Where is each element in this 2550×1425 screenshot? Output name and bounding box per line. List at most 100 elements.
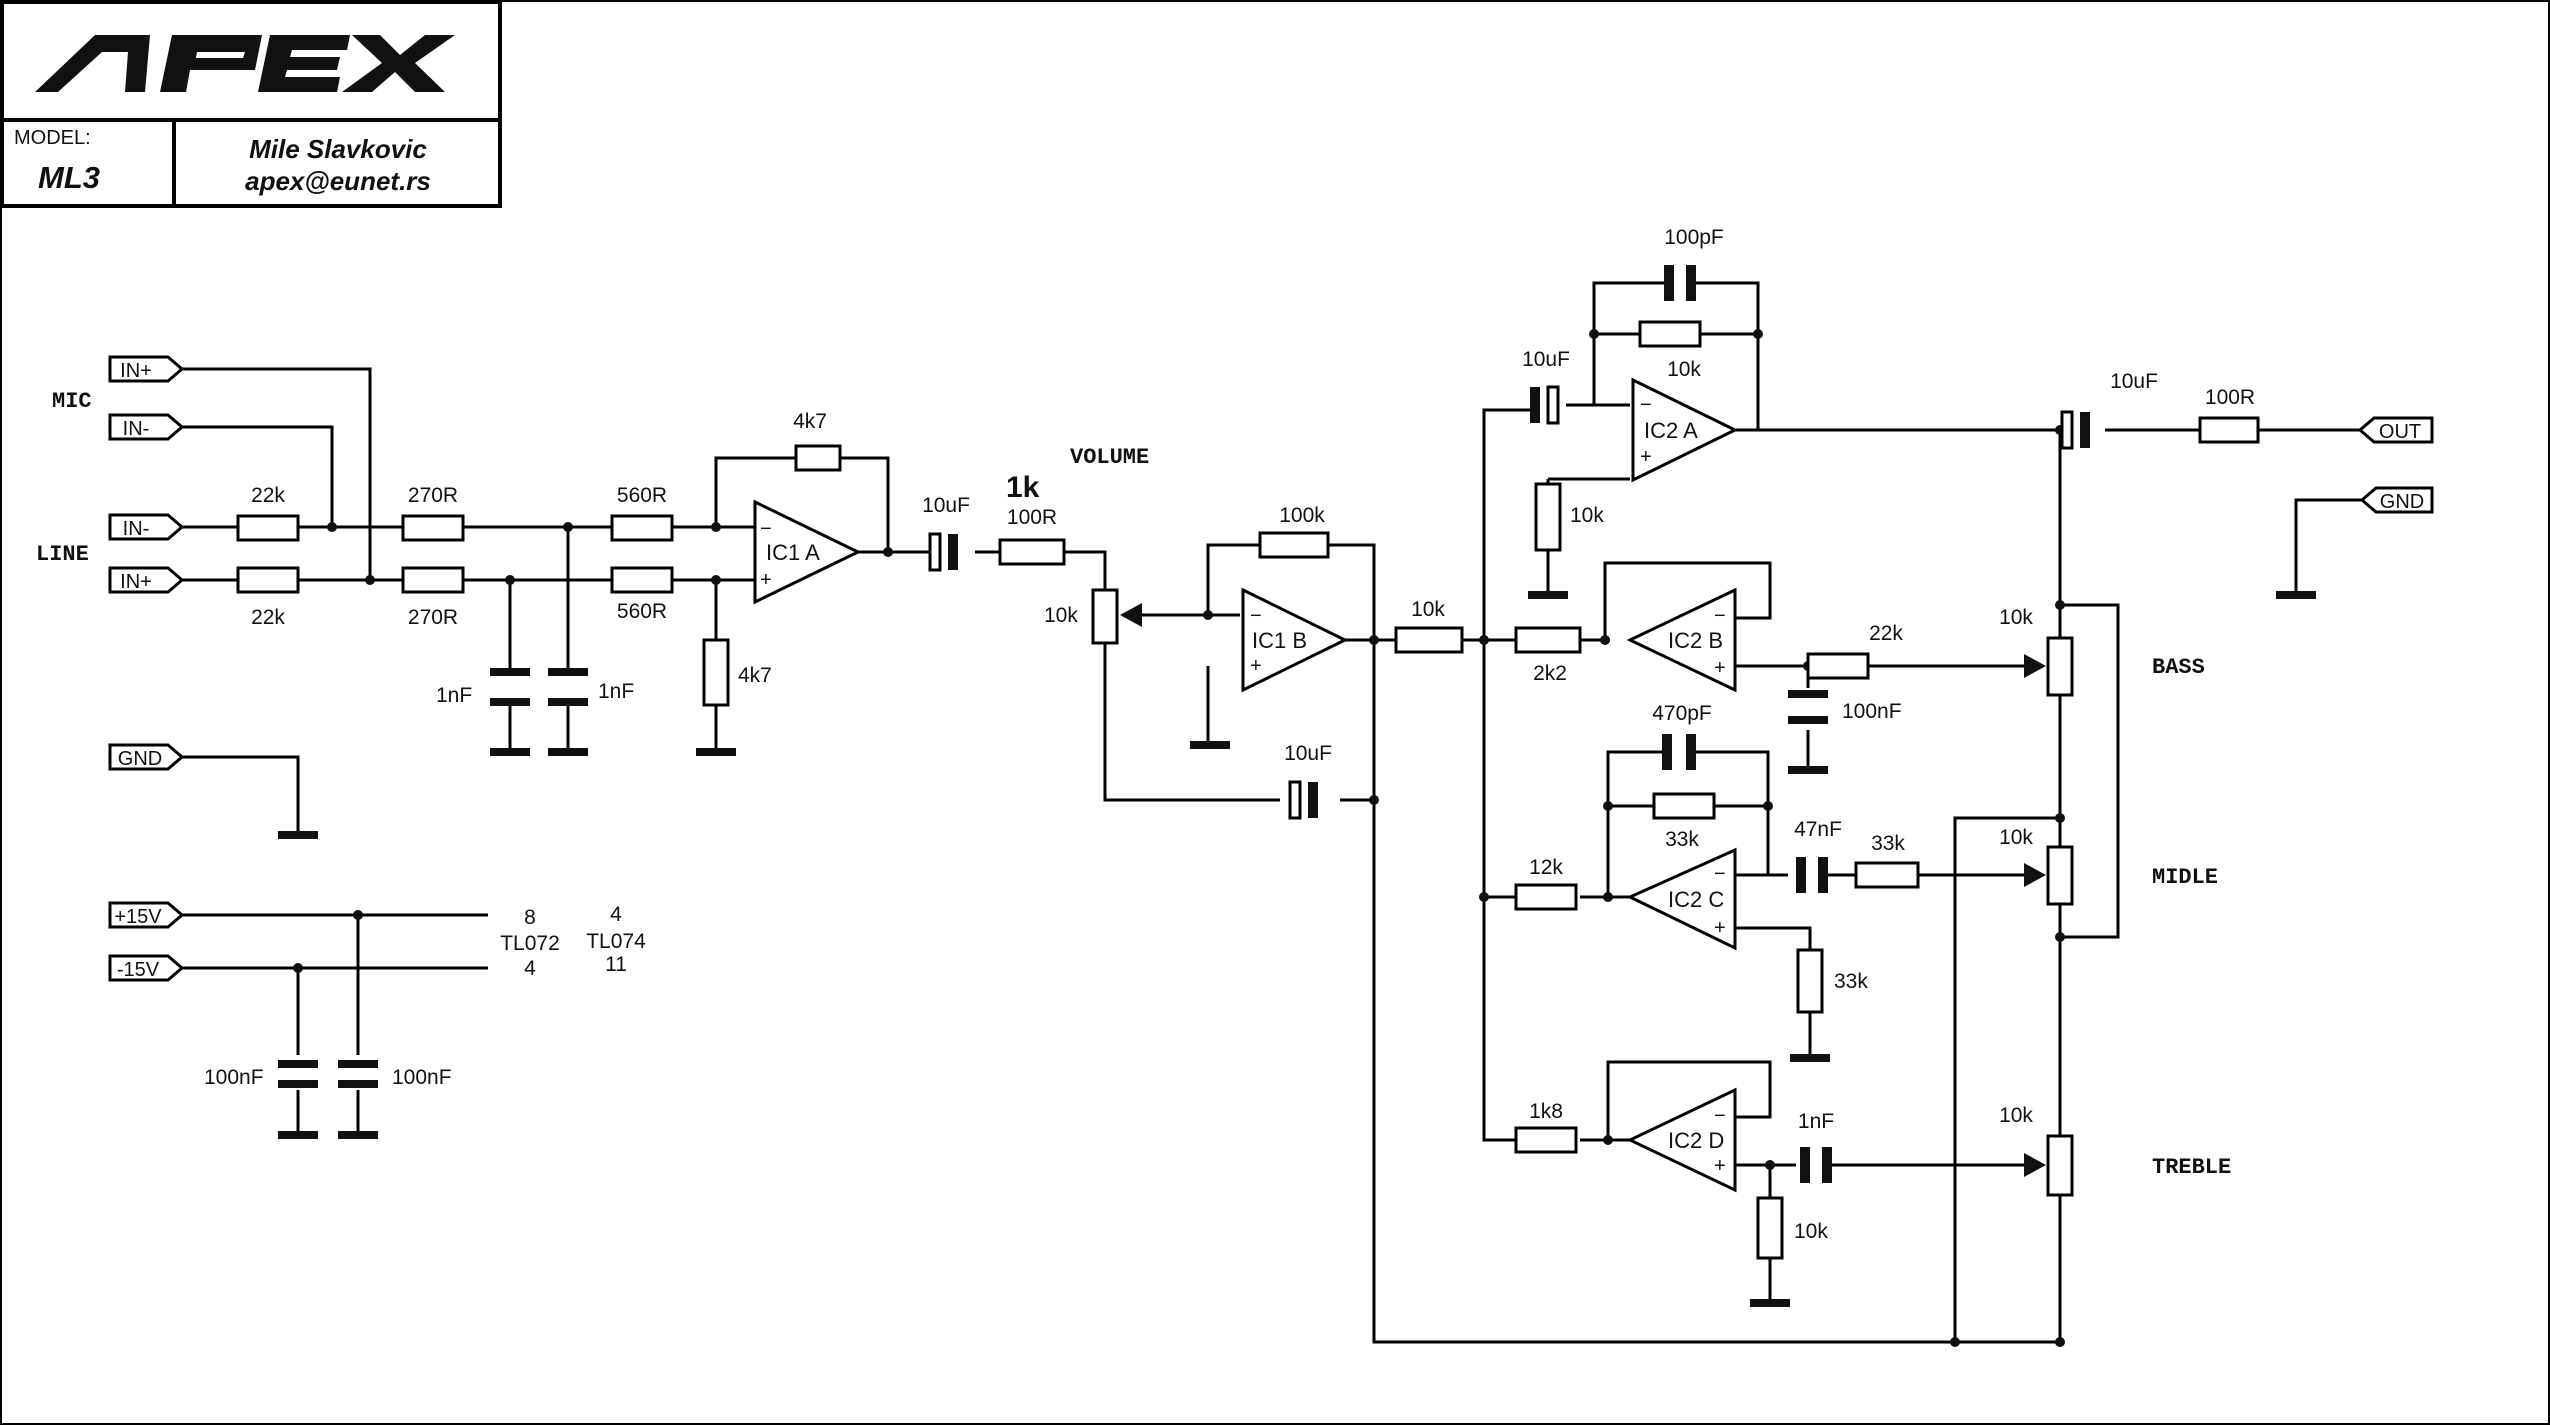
resistor-560r-bot: [610, 566, 674, 594]
apex-logo: [35, 35, 455, 92]
port-gnd-right: GND: [2380, 491, 2424, 513]
resistor-10k-treb: [1756, 1196, 1784, 1260]
potentiometer-volume: [1091, 588, 1119, 645]
value-r-33k-gnd: 33k: [1834, 970, 1868, 993]
value-c-100pf: 100pF: [1664, 226, 1724, 249]
value-c-100nf-s2: 100nF: [392, 1066, 452, 1089]
value-c-1nf-treb: 1nF: [1798, 1110, 1834, 1133]
value-r-560-top: 560R: [617, 484, 667, 507]
port-tags: [108, 355, 2434, 982]
resistor-10k-mid: [1394, 626, 1464, 654]
value-c-1nf-b: 1nF: [598, 680, 634, 703]
resistor-22k-bass: [1806, 652, 1870, 680]
svg-text:−: −: [760, 518, 772, 540]
value-r-100r-out: 100R: [2205, 386, 2255, 409]
wiper-arrows: [1120, 603, 2046, 1177]
opamp-ic2d: −+: [1626, 1087, 1737, 1193]
junctions: [293, 329, 2065, 1347]
label-volume: VOLUME: [1070, 445, 1149, 470]
potentiometer-treble: [2046, 1134, 2074, 1197]
ground-symbols: [278, 591, 2316, 1307]
value-r-270-top: 270R: [408, 484, 458, 507]
svg-text:+: +: [1714, 917, 1726, 939]
resistor-22k-bot: [236, 566, 300, 594]
pin-4a: 4: [524, 957, 536, 980]
label-bass: BASS: [2152, 655, 2205, 680]
value-c-10uf-3: 10uF: [1522, 348, 1570, 371]
value-pot-midle: 10k: [1999, 826, 2033, 849]
value-r-270-bot: 270R: [408, 606, 458, 629]
value-pot-vol: 10k: [1044, 604, 1078, 627]
value-r-100k: 100k: [1279, 504, 1325, 527]
value-r-2k2: 2k2: [1533, 662, 1567, 685]
svg-text:+: +: [1714, 657, 1726, 679]
value-r-560-bot: 560R: [617, 600, 667, 623]
opamp-ic2b: −+: [1626, 587, 1737, 693]
resistor-33k-gnd: [1796, 948, 1824, 1014]
potentiometer-bass: [2046, 636, 2074, 697]
opamp-ic1b: −+: [1241, 587, 1349, 693]
resistor-100k: [1258, 531, 1330, 559]
svg-text:+: +: [760, 569, 772, 591]
resistor-560r-top: [610, 514, 674, 542]
port-line-in-minus: IN-: [123, 518, 150, 540]
value-r-33k-mid: 33k: [1871, 832, 1905, 855]
ic2a-label: IC2 A: [1644, 418, 1698, 443]
resistor-4k7-fb: [794, 444, 842, 472]
resistor-2k2: [1514, 626, 1582, 654]
part-tl072: TL072: [500, 932, 560, 955]
value-r-33k-fb: 33k: [1665, 828, 1699, 851]
capacitors: [278, 265, 2090, 1183]
label-midle: MIDLE: [2152, 865, 2218, 890]
resistor-100r-out: [2198, 416, 2260, 444]
opamp-ic2c: −+: [1626, 847, 1737, 951]
label-volume-big: 1k: [1006, 471, 1040, 504]
value-r-12k: 12k: [1529, 856, 1563, 879]
resistor-22k-top: [236, 514, 300, 542]
pin-8: 8: [524, 906, 536, 929]
port-gnd-left: GND: [118, 748, 162, 770]
value-r-22k-top: 22k: [251, 484, 285, 507]
resistor-270r-bot: [401, 566, 465, 594]
ic2b-label: IC2 B: [1668, 628, 1723, 653]
opamp-ic2a: −+: [1631, 377, 1739, 483]
value-c-100nf-s1: 100nF: [204, 1066, 264, 1089]
ic2d-label: IC2 D: [1668, 1128, 1724, 1153]
value-c-470pf: 470pF: [1652, 702, 1712, 725]
value-c-10uf-out: 10uF: [2110, 370, 2158, 393]
title-block: MODEL: ML3 Mile Slavkovic apex@eunet.rs: [0, 0, 502, 208]
resistor-33k-fb: [1652, 792, 1716, 820]
value-r-4k7-fb: 4k7: [793, 410, 827, 433]
svg-text:+: +: [1640, 446, 1652, 468]
value-c-10uf-1: 10uF: [922, 494, 970, 517]
label-mic: MIC: [52, 389, 92, 414]
value-r-10k-gnd: 10k: [1570, 504, 1604, 527]
svg-text:−: −: [1250, 605, 1262, 627]
model-value: ML3: [38, 160, 100, 195]
ic2c-label: IC2 C: [1668, 887, 1724, 912]
pin-4b: 4: [610, 903, 622, 926]
port-mic-in-minus: IN-: [123, 418, 150, 440]
svg-text:−: −: [1714, 863, 1726, 885]
value-r-4k7-gnd: 4k7: [738, 664, 772, 687]
ic1b-label: IC1 B: [1252, 628, 1307, 653]
value-r-100r-1: 100R: [1007, 506, 1057, 529]
value-r-22k-bot: 22k: [251, 606, 285, 629]
label-treble: TREBLE: [2152, 1155, 2231, 1180]
resistor-10k-gnd: [1534, 482, 1562, 552]
value-pot-treble: 10k: [1999, 1104, 2033, 1127]
port-line-in-plus: IN+: [120, 571, 152, 593]
potentiometer-midle: [2046, 845, 2074, 906]
resistor-1k8: [1514, 1126, 1578, 1154]
author-email: apex@eunet.rs: [245, 166, 431, 196]
resistor-100r-in: [998, 538, 1066, 566]
value-r-10k-mid: 10k: [1411, 598, 1445, 621]
svg-text:−: −: [1640, 394, 1652, 416]
component-values: 22k 22k 270R 270R 560R 560R 1nF 1nF 4k7 …: [204, 226, 2255, 1243]
value-r-22k-bass: 22k: [1869, 622, 1903, 645]
resistor-4k7-gnd: [702, 638, 730, 707]
resistor-10k-fb: [1638, 320, 1702, 348]
model-label: MODEL:: [14, 127, 91, 149]
